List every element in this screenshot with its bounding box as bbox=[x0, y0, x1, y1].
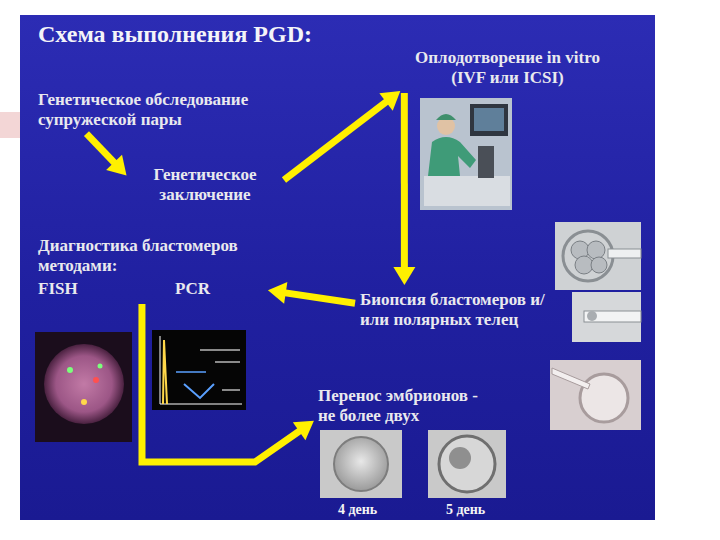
step-text: Генетическое обследование супружеской па… bbox=[38, 90, 338, 130]
flow-arrow bbox=[393, 93, 415, 285]
photo-ground bbox=[420, 98, 512, 210]
slide-title: Схема выполнения PGD: bbox=[38, 20, 312, 48]
photo-ground bbox=[572, 292, 641, 342]
step-node: Перенос эмбрионов - не более двух bbox=[318, 386, 498, 426]
probe-dot bbox=[93, 377, 99, 383]
blastomere bbox=[587, 311, 597, 321]
oocyte bbox=[580, 374, 628, 422]
arrow-shaft bbox=[284, 101, 388, 180]
step-text: Перенос эмбрионов - не более двух bbox=[318, 386, 498, 426]
method-row: FISHPCR bbox=[38, 279, 263, 299]
day-label: 5 день bbox=[446, 502, 485, 518]
biopsy-photo-1 bbox=[555, 222, 641, 290]
blastocyst bbox=[439, 436, 495, 492]
tick bbox=[222, 389, 240, 391]
photo-ground bbox=[550, 360, 641, 430]
step-text: FISH bbox=[38, 279, 175, 299]
peak bbox=[163, 340, 167, 404]
probe-dot bbox=[67, 367, 73, 373]
pipette bbox=[608, 249, 641, 258]
biopsy-photo-2 bbox=[572, 292, 641, 342]
photo-ground bbox=[320, 430, 402, 498]
nucleus bbox=[44, 344, 124, 424]
fish-image bbox=[35, 332, 132, 442]
arrow-shaft bbox=[401, 93, 408, 269]
lab-photo bbox=[420, 98, 512, 210]
arrow-head bbox=[268, 282, 287, 304]
arrow-head bbox=[106, 155, 126, 176]
probe-dot bbox=[81, 399, 87, 405]
arrow-shaft bbox=[142, 304, 301, 462]
monitor-screen bbox=[474, 108, 504, 131]
step-node: Генетическое заключение bbox=[130, 165, 280, 205]
zona bbox=[563, 231, 613, 281]
embryo-day4 bbox=[320, 430, 402, 498]
photo-ground bbox=[35, 332, 132, 442]
axis bbox=[160, 404, 242, 405]
photo-ground bbox=[555, 222, 641, 290]
axis bbox=[160, 336, 161, 404]
probe-dot bbox=[98, 364, 103, 369]
biopsy-photo-3 bbox=[550, 360, 641, 430]
blastomere bbox=[591, 257, 607, 273]
arrow-shaft bbox=[86, 134, 115, 164]
blastomere bbox=[575, 256, 593, 274]
microscope bbox=[478, 146, 494, 178]
step-node: Диагностика бластомеров методами: FISHPCR bbox=[38, 236, 263, 299]
step-text: Диагностика бластомеров методами: bbox=[38, 236, 263, 276]
photo-ground bbox=[428, 430, 506, 498]
flow-arrow bbox=[142, 304, 314, 462]
step-node: Оплодотворение in vitro (IVF или ICSI) bbox=[400, 48, 615, 88]
pipette bbox=[584, 311, 641, 322]
embryo-day5 bbox=[428, 430, 506, 498]
arrow-head bbox=[379, 91, 400, 111]
pipette bbox=[552, 368, 590, 389]
inner-cell-mass bbox=[449, 447, 471, 469]
step-text: Биопсия бластомеров и/или полярных телец bbox=[360, 290, 545, 330]
chart-ground bbox=[152, 330, 246, 410]
morula bbox=[334, 437, 388, 491]
flow-arrow bbox=[86, 134, 126, 176]
arrow-head bbox=[293, 421, 314, 440]
arrow-head bbox=[393, 267, 415, 285]
blastomere bbox=[587, 241, 605, 259]
flow-arrow bbox=[284, 91, 400, 180]
arrow-shaft bbox=[284, 293, 355, 304]
lab-bench bbox=[424, 176, 510, 206]
scrubs bbox=[428, 137, 476, 176]
day-label: 4 день bbox=[338, 502, 377, 518]
pcr-chart bbox=[152, 330, 246, 410]
trace bbox=[176, 371, 206, 373]
step-text: Генетическое заключение bbox=[130, 165, 280, 205]
tick bbox=[215, 361, 240, 363]
step-node: Биопсия бластомеров и/или полярных телец bbox=[360, 290, 545, 330]
step-text: Оплодотворение in vitro (IVF или ICSI) bbox=[400, 48, 615, 88]
page-smear bbox=[0, 112, 22, 138]
monitor bbox=[470, 104, 508, 136]
step-text: PCR bbox=[175, 279, 210, 299]
step-node: Генетическое обследование супружеской па… bbox=[38, 90, 338, 130]
tick bbox=[200, 349, 240, 351]
flow-arrow bbox=[268, 282, 355, 304]
trace bbox=[184, 384, 214, 398]
cap bbox=[436, 114, 456, 120]
